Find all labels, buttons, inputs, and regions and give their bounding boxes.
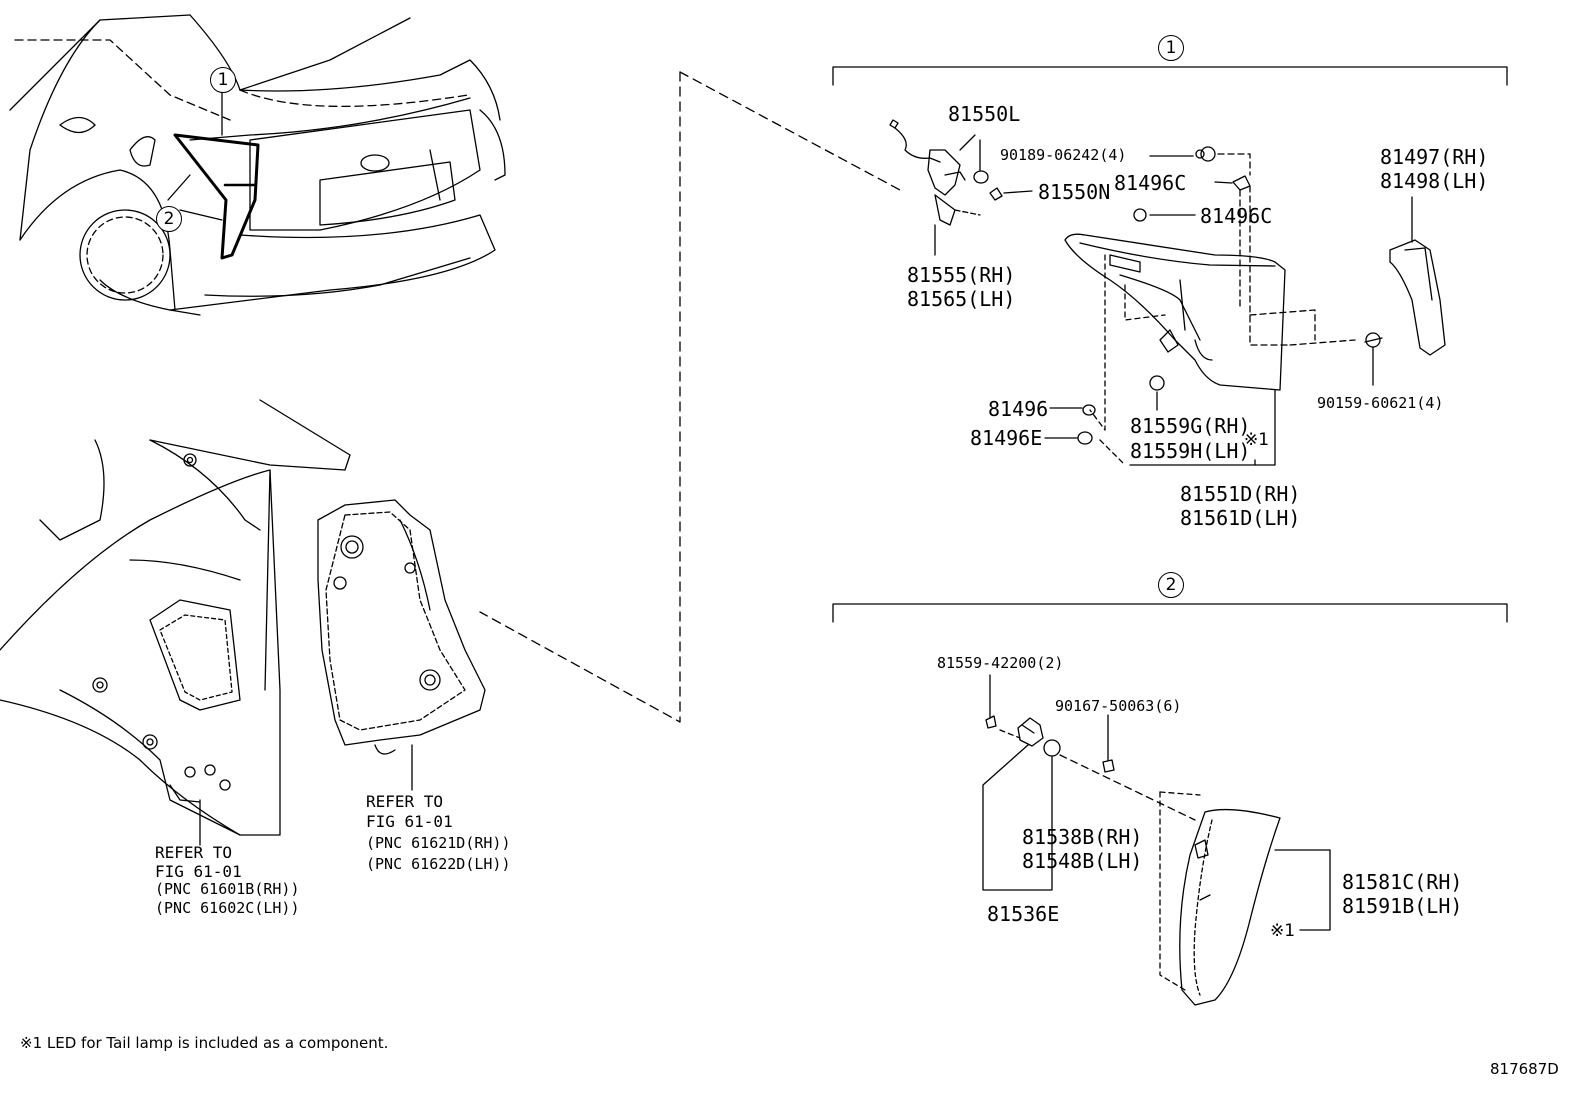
part-81559-42200: 81559-42200(2) bbox=[937, 654, 1064, 672]
group1-parts bbox=[889, 119, 1446, 466]
callout-2-group: 2 bbox=[1158, 572, 1184, 598]
note-mark-1: ※1 bbox=[1244, 430, 1270, 450]
part-81591B-lh: 81591B(LH) bbox=[1342, 894, 1463, 918]
part-81561D-lh: 81561D(LH) bbox=[1180, 506, 1301, 530]
part-90167-50063: 90167-50063(6) bbox=[1055, 697, 1182, 715]
refer-left-pnc-rh: (PNC 61601B(RH)) bbox=[155, 880, 300, 898]
part-81565-lh: 81565(LH) bbox=[907, 287, 1016, 311]
note-mark-2: ※1 bbox=[1270, 921, 1296, 941]
part-81498-lh: 81498(LH) bbox=[1380, 169, 1489, 193]
figure-id: 817687D bbox=[1490, 1060, 1559, 1078]
part-81496C-b: 81496C bbox=[1200, 204, 1273, 228]
footnote: ※1 LED for Tail lamp is included as a co… bbox=[20, 1034, 389, 1052]
part-81555-rh: 81555(RH) bbox=[907, 263, 1016, 287]
part-81550L: 81550L bbox=[948, 102, 1021, 126]
refer-right-line2: FIG 61-01 bbox=[366, 812, 453, 831]
refer-right-line1: REFER TO bbox=[366, 792, 444, 811]
refer-left-line1: REFER TO bbox=[155, 843, 233, 862]
callout-1-overview: 1 bbox=[210, 67, 236, 93]
refer-right-pnc-lh: (PNC 61622D(LH)) bbox=[366, 855, 511, 873]
inner-liner-illustration bbox=[317, 499, 486, 791]
vehicle-rear-illustration bbox=[9, 14, 506, 316]
group1-bracket bbox=[832, 66, 1508, 86]
callout-1-group: 1 bbox=[1158, 35, 1184, 61]
part-81581C-rh: 81581C(RH) bbox=[1342, 870, 1463, 894]
part-81538B-rh: 81538B(RH) bbox=[1022, 825, 1143, 849]
part-81559H-lh: 81559H(LH) bbox=[1130, 439, 1251, 463]
group2-parts bbox=[982, 674, 1331, 1006]
part-81536E: 81536E bbox=[987, 902, 1060, 926]
refer-left-line2: FIG 61-01 bbox=[155, 862, 242, 881]
part-81550N: 81550N bbox=[1038, 180, 1111, 204]
part-90159-60621: 90159-60621(4) bbox=[1317, 394, 1444, 412]
part-90189-06242: 90189-06242(4) bbox=[1000, 146, 1127, 164]
part-81559G-rh: 81559G(RH) bbox=[1130, 414, 1251, 438]
quarter-panel-illustration bbox=[0, 399, 351, 846]
group2-bracket bbox=[832, 603, 1508, 623]
part-81496: 81496 bbox=[988, 397, 1049, 421]
part-81496E: 81496E bbox=[970, 426, 1043, 450]
leader-to-group1 bbox=[479, 71, 681, 723]
part-81551D-rh: 81551D(RH) bbox=[1180, 482, 1301, 506]
refer-left-pnc-lh: (PNC 61602C(LH)) bbox=[155, 899, 300, 917]
refer-right-pnc-rh: (PNC 61621D(RH)) bbox=[366, 834, 511, 852]
part-81497-rh: 81497(RH) bbox=[1380, 145, 1489, 169]
callout-2-overview: 2 bbox=[156, 206, 182, 232]
part-81496C-a: 81496C bbox=[1114, 171, 1187, 195]
part-81548B-lh: 81548B(LH) bbox=[1022, 849, 1143, 873]
